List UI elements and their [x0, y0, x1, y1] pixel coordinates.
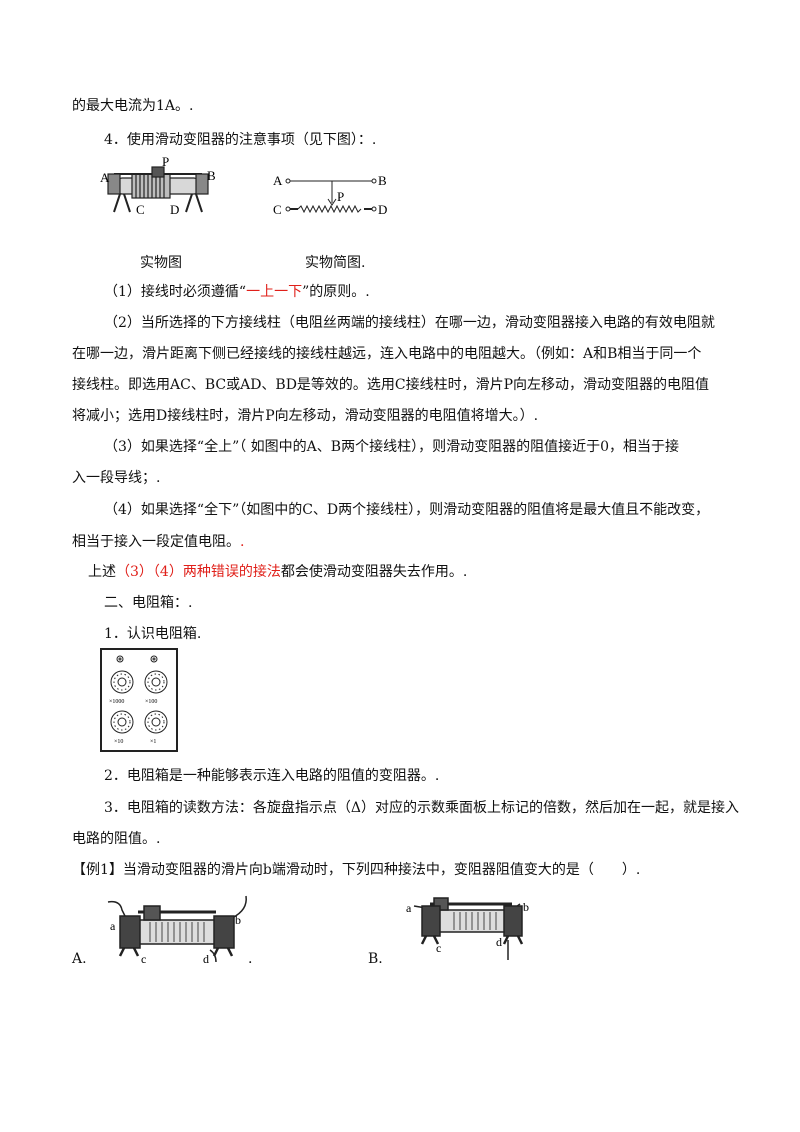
caption-photo: 实物图 — [140, 255, 182, 271]
option-a-rheostat-figure: a b c d — [107, 895, 247, 966]
summary-a: 上述 — [88, 564, 116, 580]
caption-schematic: 实物简图. — [305, 255, 366, 271]
option-b-label: B. — [368, 951, 383, 967]
real-label-b: B — [207, 168, 215, 183]
summary-line: 上述（3）（4）两种错误的接法都会使滑动变阻器失去作用。. — [88, 563, 467, 581]
point-2-line-2: 在哪一边，滑片距离下侧已经接线的接线柱越远，连入电路中的电阻越大。（例如：A和B… — [72, 346, 702, 362]
real-label-a: A — [100, 170, 110, 185]
option-b-rheostat-figure: a b c d — [406, 897, 529, 960]
option-a-label: A. — [72, 951, 87, 967]
point-1: （1）接线时必须遵循“一上一下”的原则。. — [104, 283, 370, 301]
real-label-c: C — [136, 202, 145, 217]
real-label-p: P — [162, 154, 169, 169]
section-2-heading: 二、电阻箱：. — [104, 595, 193, 611]
box-multiplier-100: ×100 — [145, 699, 157, 705]
schematic-label-b: B — [378, 173, 387, 188]
real-label-d: D — [170, 202, 179, 217]
option-a-label-c: c — [141, 952, 146, 966]
point-4-line-1: （4）如果选择“全下”（如图中的C、D两个接线柱），则滑动变阻器的阻值将是最大值… — [104, 502, 710, 518]
option-b-label-a: a — [406, 901, 412, 915]
point-2-line-3: 接线柱。即选用AC、BC或AD、BD是等效的。选用C接线柱时，滑片P向左移动，滑… — [72, 377, 710, 393]
option-a-label-a: a — [110, 919, 116, 933]
point-1-a: （1）接线时必须遵循“ — [104, 284, 247, 300]
point-3-line-1: （3）如果选择“全上”（ 如图中的A、B两个接线柱），则滑动变阻器的阻值接近于0… — [104, 439, 679, 455]
box-multiplier-1: ×1 — [150, 739, 156, 745]
option-b-label-d: d — [496, 935, 502, 949]
box-multiplier-10: ×10 — [114, 739, 123, 745]
schematic-label-d: D — [378, 202, 387, 217]
section-2-item-1: 1．认识电阻箱. — [104, 626, 202, 642]
option-a-label-b: b — [235, 913, 241, 927]
point-1-b: ”的原则。. — [302, 284, 370, 300]
point-4-line-2: 相当于接入一段定值电阻。. — [72, 533, 244, 551]
option-b-label-b: b — [523, 900, 529, 914]
summary-highlight: （3）（4）两种错误的接法 — [116, 564, 281, 580]
option-a-label-d: d — [203, 952, 209, 966]
schematic-label-c: C — [273, 202, 282, 217]
rheostat-schematic-figure: A B P C D — [273, 173, 387, 217]
box-multiplier-1000: ×1000 — [109, 699, 124, 705]
option-a-dot: . — [248, 951, 253, 967]
example-1-question: 【例1】当滑动变阻器的滑片向b端滑动时，下列四种接法中，变阻器阻值变大的是（ ）… — [72, 862, 641, 878]
point-3-line-2: 入一段导线；. — [72, 470, 161, 486]
section-2-item-3-line-1: 3．电阻箱的读数方法：各旋盘指示点（Δ）对应的示数乘面板上标记的倍数，然后加在一… — [104, 800, 740, 816]
point-2-line-4: 将减小；选用D接线柱时，滑片P向左移动，滑动变阻器的电阻值将增大。）. — [72, 408, 539, 424]
resistance-box-figure: ×1000 ×100 ×10 ×1 — [100, 648, 178, 752]
point-1-highlight: 一上一下 — [246, 284, 303, 300]
line-max-current: 的最大电流为1A。. — [72, 98, 194, 114]
point-2-line-1: （2）当所选择的下方接线柱（电阻丝两端的接线柱）在哪一边，滑动变阻器接入电路的有… — [104, 315, 715, 331]
heading-precautions: 4．使用滑动变阻器的注意事项（见下图）：. — [104, 132, 377, 148]
schematic-label-p: P — [337, 189, 344, 204]
schematic-label-a: A — [273, 173, 283, 188]
section-2-item-2: 2．电阻箱是一种能够表示连入电路的阻值的变阻器。. — [104, 768, 440, 784]
section-2-item-3-line-2: 电路的阻值。. — [72, 831, 161, 847]
point-4-line-2-text: 相当于接入一段定值电阻。 — [72, 534, 240, 550]
option-b-label-c: c — [436, 941, 441, 955]
summary-b: 都会使滑动变阻器失去作用。. — [280, 564, 468, 580]
rheostat-photo-figure: A B P C D — [100, 154, 215, 217]
point-4-line-2-dot: . — [240, 534, 245, 550]
